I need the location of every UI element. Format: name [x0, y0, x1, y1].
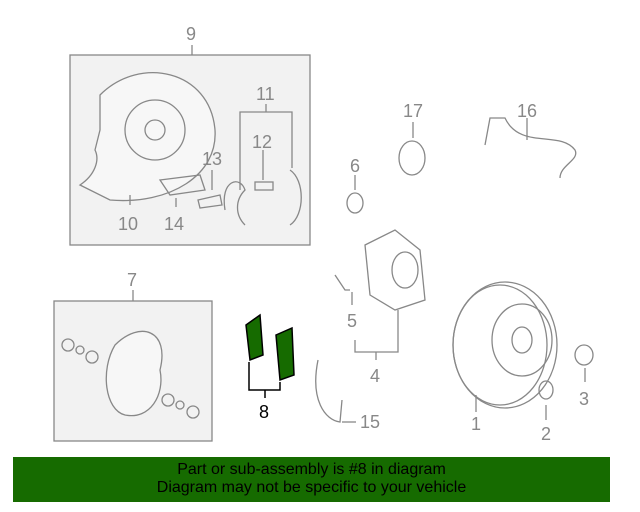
caliper-icon [105, 330, 163, 417]
callout-12[interactable]: 12 [252, 132, 272, 152]
parts-diagram: 9 10 14 13 11 12 17 16 6 7 5 4 8 15 1 2 … [53, 24, 594, 444]
callout-1[interactable]: 1 [471, 414, 481, 434]
part-notice-line2: Diagram may not be specific to your vehi… [156, 479, 467, 496]
callout-17[interactable]: 17 [403, 101, 423, 121]
callout-13[interactable]: 13 [202, 149, 222, 169]
callout-16[interactable]: 16 [517, 101, 537, 121]
hub-icon [364, 229, 426, 311]
callout-2[interactable]: 2 [541, 424, 551, 444]
callout-5[interactable]: 5 [347, 311, 357, 331]
callout-10[interactable]: 10 [118, 214, 138, 234]
callout-14[interactable]: 14 [164, 214, 184, 234]
part-notice-banner: Part or sub-assembly is #8 in diagram Di… [13, 457, 610, 502]
callout-3[interactable]: 3 [579, 389, 589, 409]
callout-7[interactable]: 7 [127, 270, 137, 290]
callout-4[interactable]: 4 [370, 366, 380, 386]
callout-6[interactable]: 6 [350, 156, 360, 176]
callout-9[interactable]: 9 [186, 24, 196, 44]
brake-pads-icon [245, 313, 295, 398]
callout-11[interactable]: 11 [256, 84, 275, 104]
part-notice-line1: Part or sub-assembly is #8 in diagram [177, 461, 446, 478]
callout-8[interactable]: 8 [259, 402, 269, 422]
callout-15[interactable]: 15 [360, 412, 380, 432]
